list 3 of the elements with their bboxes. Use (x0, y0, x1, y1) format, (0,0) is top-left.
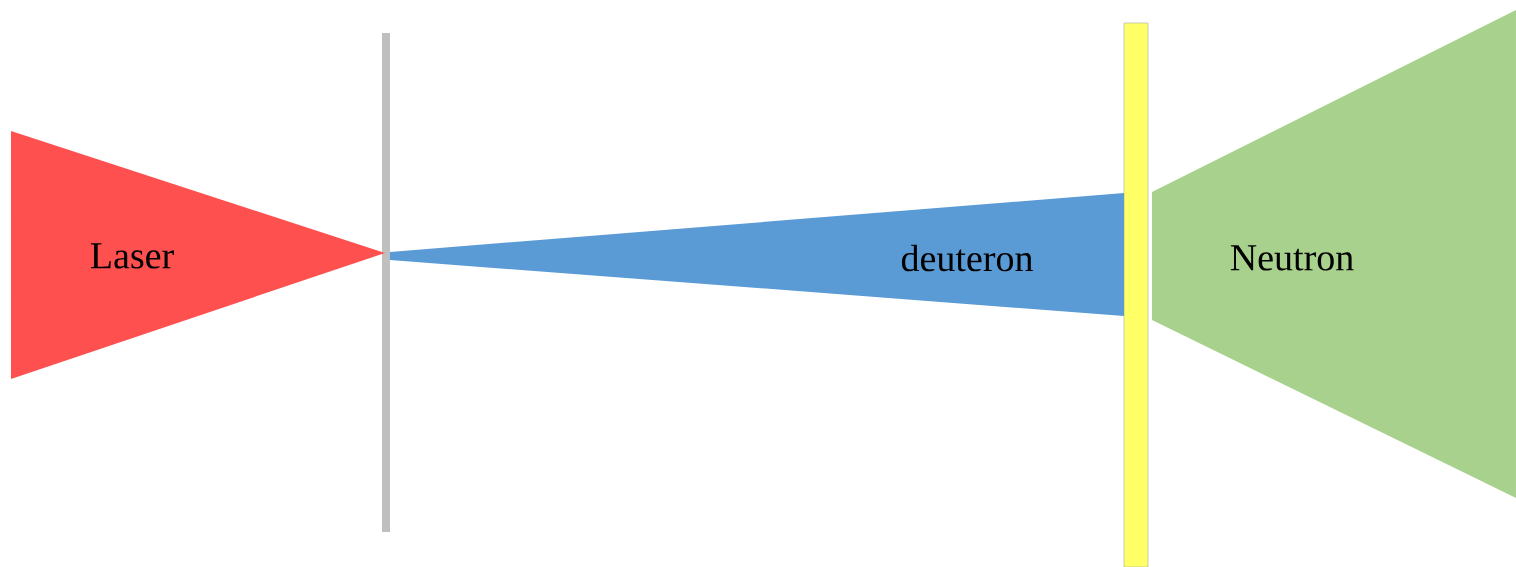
deuteron-beam: deuteron (390, 193, 1124, 316)
neutron-beam: Neutron (1152, 10, 1516, 498)
laser-beam: Laser (11, 131, 385, 379)
